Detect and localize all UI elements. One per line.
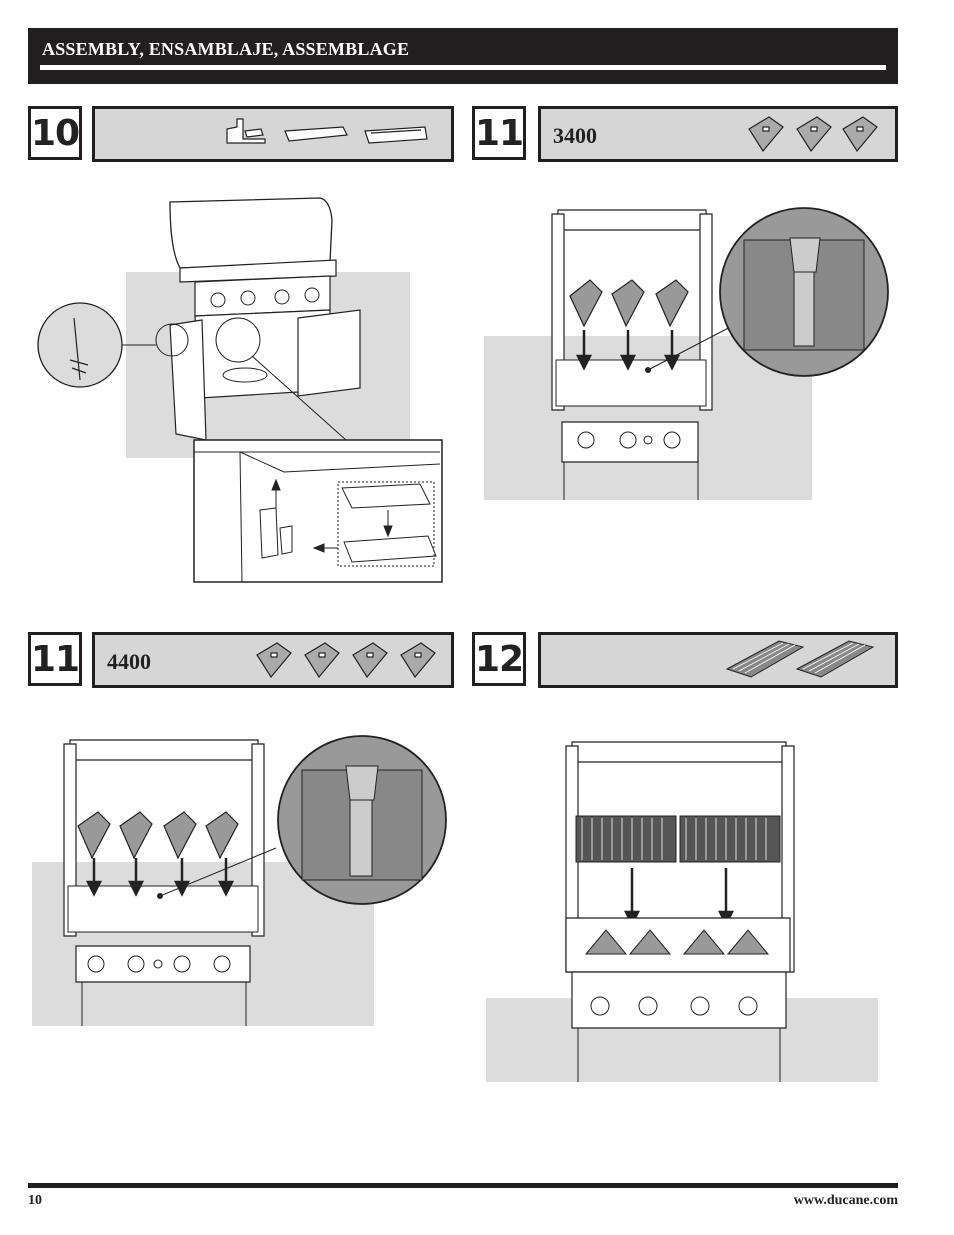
footer-rule xyxy=(28,1183,898,1188)
step-11-3400-parts-bar: 3400 xyxy=(538,106,898,162)
heat-plate-parts-icon xyxy=(748,116,878,153)
step-11-3400-number: 11 xyxy=(472,106,526,160)
grease-tray-parts-icon xyxy=(226,118,428,144)
step-12-cooking-grate-illustration xyxy=(486,741,878,1082)
header-rule xyxy=(40,65,886,70)
step-11-4400-number: 11 xyxy=(28,632,82,686)
step-10-number: 10 xyxy=(28,106,82,160)
step-10-parts-bar xyxy=(92,106,454,162)
step-11-4400-parts-bar: 4400 xyxy=(92,632,454,688)
step-11-4400-heat-plate-illustration xyxy=(32,735,447,1026)
website-link[interactable]: www.ducane.com xyxy=(793,1193,898,1208)
step-model-label: 4400 xyxy=(107,649,151,674)
cooking-grate-parts-icon xyxy=(725,640,875,678)
page-number: 10 xyxy=(28,1193,42,1208)
section-title: ASSEMBLY, ENSAMBLAJE, ASSEMBLAGE xyxy=(42,39,410,59)
heat-plate-parts-icon xyxy=(256,642,436,679)
step-model-label: 3400 xyxy=(553,123,597,148)
step-12-parts-bar xyxy=(538,632,898,688)
section-header: ASSEMBLY, ENSAMBLAJE, ASSEMBLAGE xyxy=(28,28,898,84)
step-11-3400-heat-plate-illustration xyxy=(484,207,889,500)
step-12-number: 12 xyxy=(472,632,526,686)
step-10-grease-tray-illustration xyxy=(37,197,443,583)
